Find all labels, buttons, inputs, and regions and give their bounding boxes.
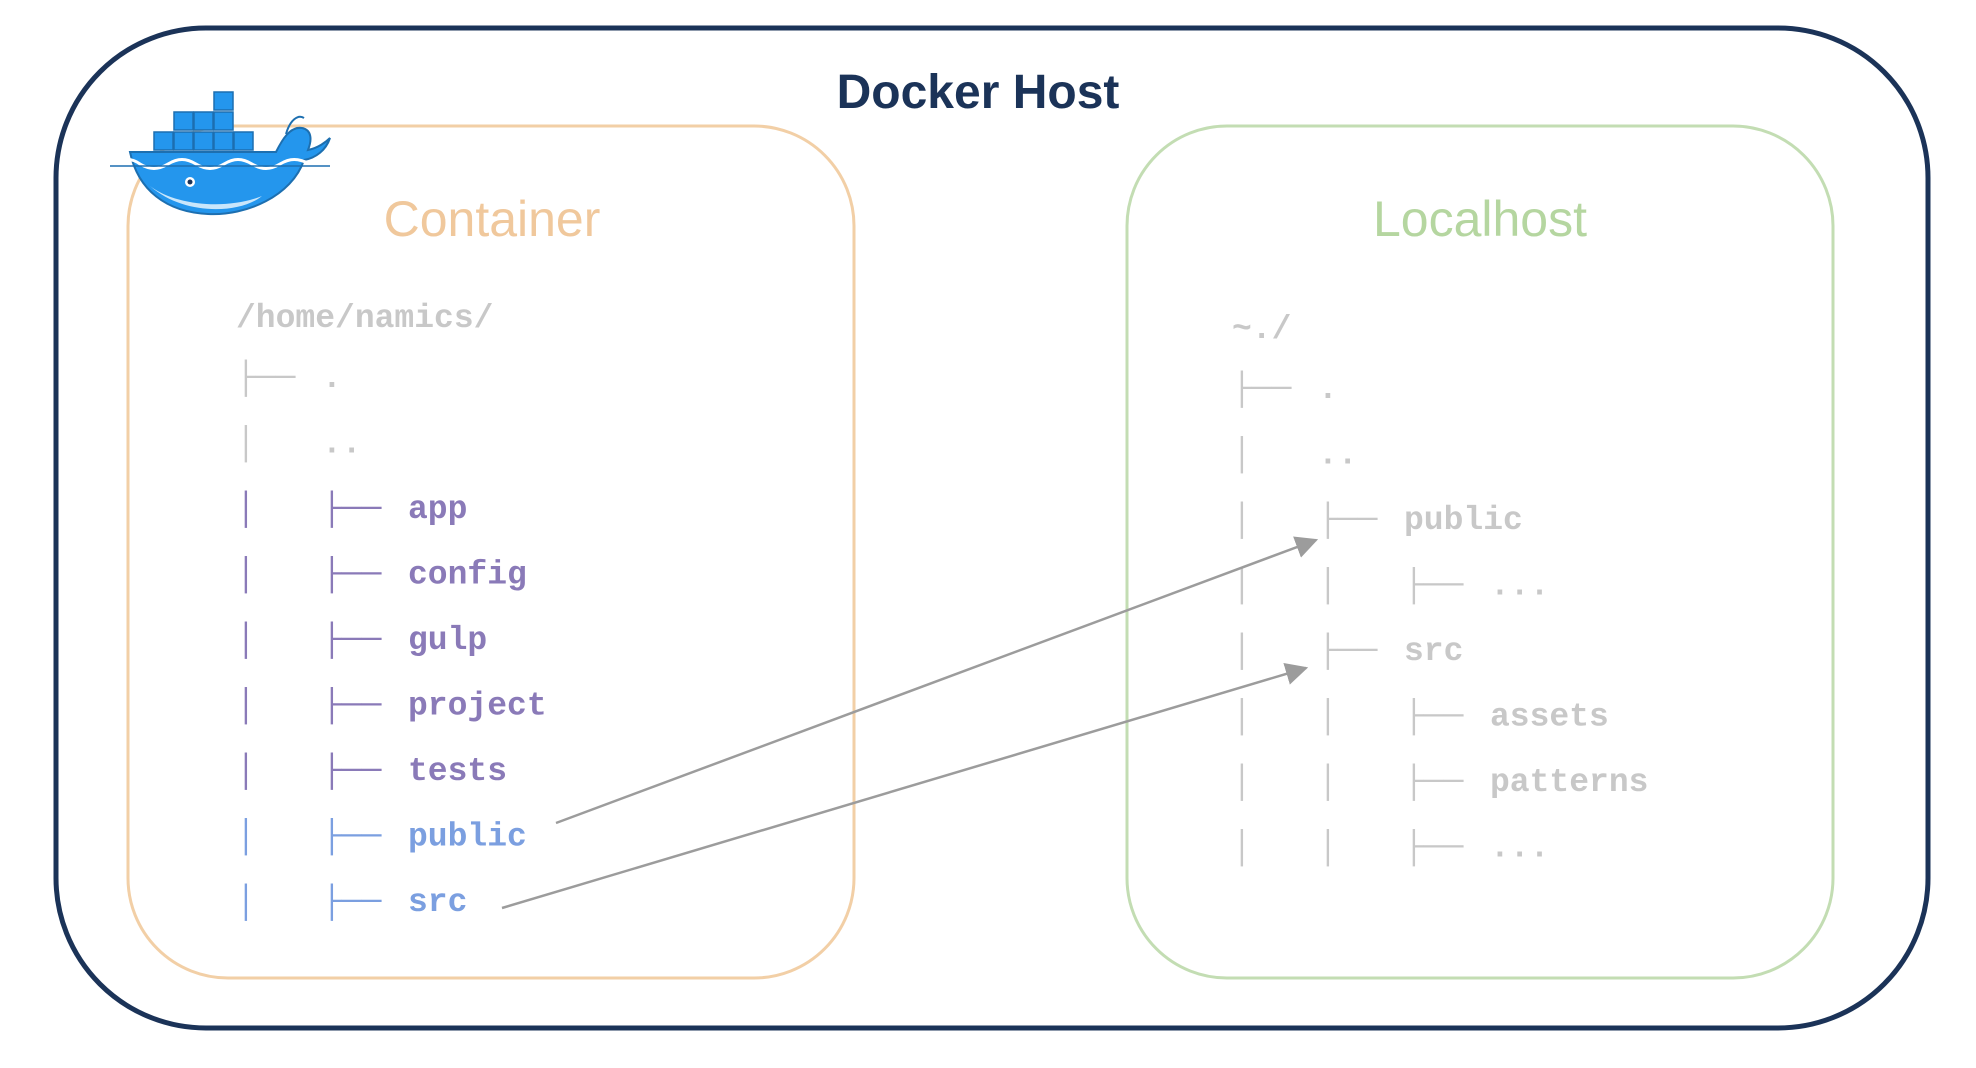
tree-entry-name: config: [408, 557, 527, 594]
localhost-tree-row: │ ├── public: [1232, 501, 1523, 539]
container-tree: ├──.│..│├──app│├──config│├──gulp│├──proj…: [236, 359, 547, 921]
tree-entry-name: ..: [1318, 437, 1358, 474]
tree-entry-name: .: [1318, 371, 1338, 408]
tree-pipe: │: [236, 818, 256, 856]
localhost-root-path: ~./: [1232, 311, 1291, 348]
container-tree-row: │ ├── project: [236, 687, 547, 725]
container-tree-row: │ ├── src: [236, 883, 467, 921]
docker-host-frame: [53, 25, 1931, 1031]
container-tree-row: │ ├── gulp: [236, 621, 487, 659]
tree-entry-name: src: [1404, 633, 1463, 670]
tree-entry-name: src: [408, 884, 467, 921]
localhost-box: [1125, 124, 1835, 980]
tree-entry-name: assets: [1490, 699, 1609, 736]
tree-branch: ├──: [1404, 829, 1464, 867]
tree-pipe: │: [1318, 829, 1338, 867]
container-box: [126, 124, 856, 980]
tree-entry-name: ...: [1490, 568, 1549, 605]
container-tree-row: ├──.: [236, 359, 342, 397]
container-tree-row: │..: [236, 425, 362, 463]
tree-entry-name: gulp: [408, 622, 487, 659]
tree-pipe: │: [236, 425, 256, 463]
localhost-tree-row: │ │ ├──...: [1232, 829, 1549, 867]
tree-pipe: │: [1232, 829, 1252, 867]
localhost-tree-row: │ │ ├── assets: [1232, 698, 1609, 736]
tree-branch: ├──: [322, 752, 382, 790]
tree-branch: ├──: [1404, 763, 1464, 801]
tree-branch: ├──: [322, 883, 382, 921]
tree-pipe: │: [1232, 501, 1252, 539]
container-tree-row: │ ├── config: [236, 556, 527, 594]
tree-entry-name: public: [1404, 502, 1523, 539]
tree-pipe: │: [1318, 567, 1338, 605]
tree-pipe: │: [1232, 567, 1252, 605]
tree-pipe: │: [236, 752, 256, 790]
localhost-label: Localhost: [1373, 191, 1587, 247]
localhost-tree-row: │ │ ├── patterns: [1232, 763, 1648, 801]
tree-pipe: │: [236, 556, 256, 594]
tree-pipe: │: [236, 687, 256, 725]
localhost-tree-row: ├──.: [1232, 370, 1338, 408]
tree-entry-name: tests: [408, 753, 507, 790]
tree-entry-name: .: [322, 360, 342, 397]
tree-pipe: │: [1318, 698, 1338, 736]
container-root-path: /home/namics/: [236, 300, 493, 337]
tree-pipe: │: [1232, 763, 1252, 801]
tree-branch: ├──: [1404, 698, 1464, 736]
tree-pipe: │: [1232, 632, 1252, 670]
container-tree-row: │ ├── app: [236, 490, 467, 528]
tree-entry-name: ..: [322, 426, 362, 463]
tree-pipe: │: [1318, 763, 1338, 801]
docker-host-title: Docker Host: [837, 66, 1120, 119]
tree-branch: ├──: [1318, 501, 1378, 539]
localhost-tree: ├──.│..│├──public││├──...│├──src││├──ass…: [1232, 370, 1648, 867]
tree-branch: ├──: [1232, 370, 1292, 408]
localhost-tree-row: │ ├── src: [1232, 632, 1463, 670]
tree-pipe: │: [1232, 698, 1252, 736]
tree-branch: ├──: [322, 818, 382, 856]
docker-whale-icon: [110, 91, 331, 216]
tree-branch: ├──: [322, 556, 382, 594]
mount-arrow-src: [501, 663, 1309, 910]
mount-arrow-public: [555, 536, 1319, 825]
localhost-tree-row: │..: [1232, 436, 1358, 474]
tree-branch: ├──: [322, 687, 382, 725]
tree-branch: ├──: [1404, 567, 1464, 605]
tree-entry-name: project: [408, 688, 547, 725]
localhost-tree-row: │ │ ├──...: [1232, 567, 1549, 605]
tree-branch: ├──: [322, 490, 382, 528]
tree-pipe: │: [1232, 436, 1252, 474]
tree-entry-name: ...: [1490, 830, 1549, 867]
tree-pipe: │: [236, 883, 256, 921]
tree-pipe: │: [236, 490, 256, 528]
container-tree-row: │ ├── tests: [236, 752, 507, 790]
tree-branch: ├──: [1318, 632, 1378, 670]
container-tree-row: │ ├── public: [236, 818, 527, 856]
tree-entry-name: patterns: [1490, 764, 1648, 801]
tree-pipe: │: [236, 621, 256, 659]
container-label: Container: [384, 191, 601, 247]
tree-entry-name: public: [408, 819, 527, 856]
tree-branch: ├──: [322, 621, 382, 659]
tree-branch: ├──: [236, 359, 296, 397]
tree-entry-name: app: [408, 491, 467, 528]
